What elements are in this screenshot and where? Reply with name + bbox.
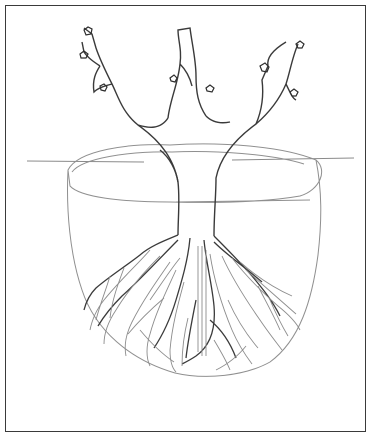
soil-pot-outline: [68, 144, 322, 376]
tree-trunk-and-branches: [82, 28, 298, 236]
fine-roots: [90, 246, 300, 372]
